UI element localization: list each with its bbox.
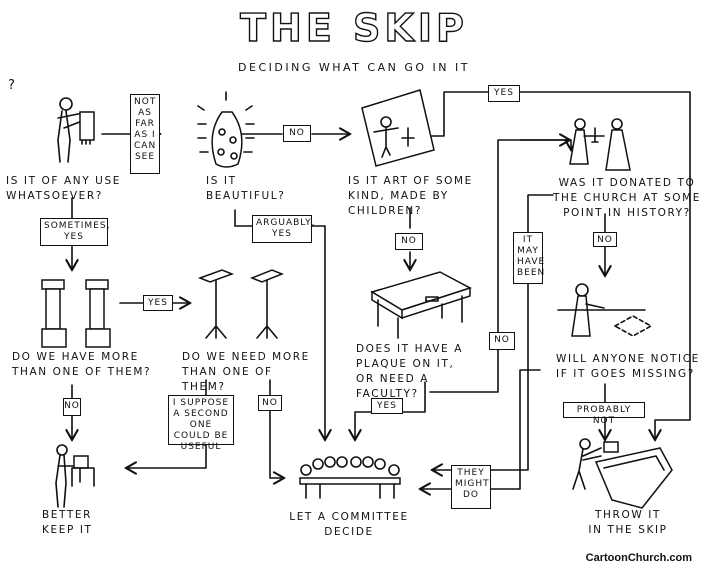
lecterns-illustration (197, 269, 285, 339)
label-they-might: They might do (451, 465, 491, 509)
question-need-more: Do we need more than one of them? (182, 351, 310, 393)
label-probably-not: Probably not (563, 402, 645, 426)
childrens-art-illustration (361, 89, 435, 167)
table-illustration (370, 271, 472, 339)
donation-illustration (569, 118, 631, 171)
man-with-cloth-illustration (57, 97, 95, 163)
committee-illustration (299, 456, 401, 499)
question-notice: Will anyone notice if it goes missing? (556, 353, 700, 380)
label-yes-art: Yes (488, 85, 520, 102)
arrow-art-yes-to-skip (431, 91, 691, 440)
question-donated: Was it donated to the church at some poi… (552, 177, 702, 219)
question-more-than-one: Do we have more than one of them? (12, 351, 152, 378)
label-suppose: I suppose a second one could be useful (168, 395, 234, 452)
label-arguably-yes: Arguably, yes (252, 215, 314, 243)
outcome-committee: Let a committee decide (289, 511, 409, 538)
outcome-keep: Better keep it (42, 509, 93, 536)
question-use: Is it of any use whatsoever? (6, 175, 121, 202)
label-no-art: No (395, 233, 423, 250)
label-no-beautiful: No (283, 125, 311, 142)
arrow-plaque-no-to-donated (429, 140, 570, 393)
arrow-need-no-to-committee (269, 379, 284, 478)
diagram-subtitle: DECIDING WHAT CAN GO IN IT (238, 61, 470, 74)
label-sometimes-yes: Sometimes, yes (40, 218, 109, 246)
label-yes-plaque: Yes (371, 398, 403, 414)
label-no-donated: No (593, 232, 617, 247)
label-not-as-far: Not as far as I can see (130, 94, 160, 174)
question-beautiful: Is it beautiful? (206, 175, 286, 202)
label-may-have-been: It may have been (513, 232, 544, 284)
skip-illustration (572, 438, 673, 509)
woman-pointing-illustration (557, 283, 652, 337)
credit-link[interactable]: CartoonChurch.com (585, 552, 692, 564)
question-mark: ? (8, 78, 17, 93)
label-no-need: No (258, 395, 282, 411)
question-art: Is it art of some kind, made by children… (348, 175, 473, 217)
label-yes-more: Yes (143, 295, 173, 311)
diagram-title: THE SKIP (239, 5, 468, 50)
outcome-skip: Throw it in the skip (588, 509, 668, 536)
label-no-more: No (63, 398, 81, 416)
pillars-illustration (41, 279, 111, 348)
question-plaque: Does it have a plaque on it, or need a f… (356, 343, 463, 400)
man-with-chair-illustration (55, 444, 95, 508)
label-no-plaque: No (489, 332, 515, 350)
vase-illustration (197, 91, 255, 168)
connector-to-donated (519, 140, 571, 150)
